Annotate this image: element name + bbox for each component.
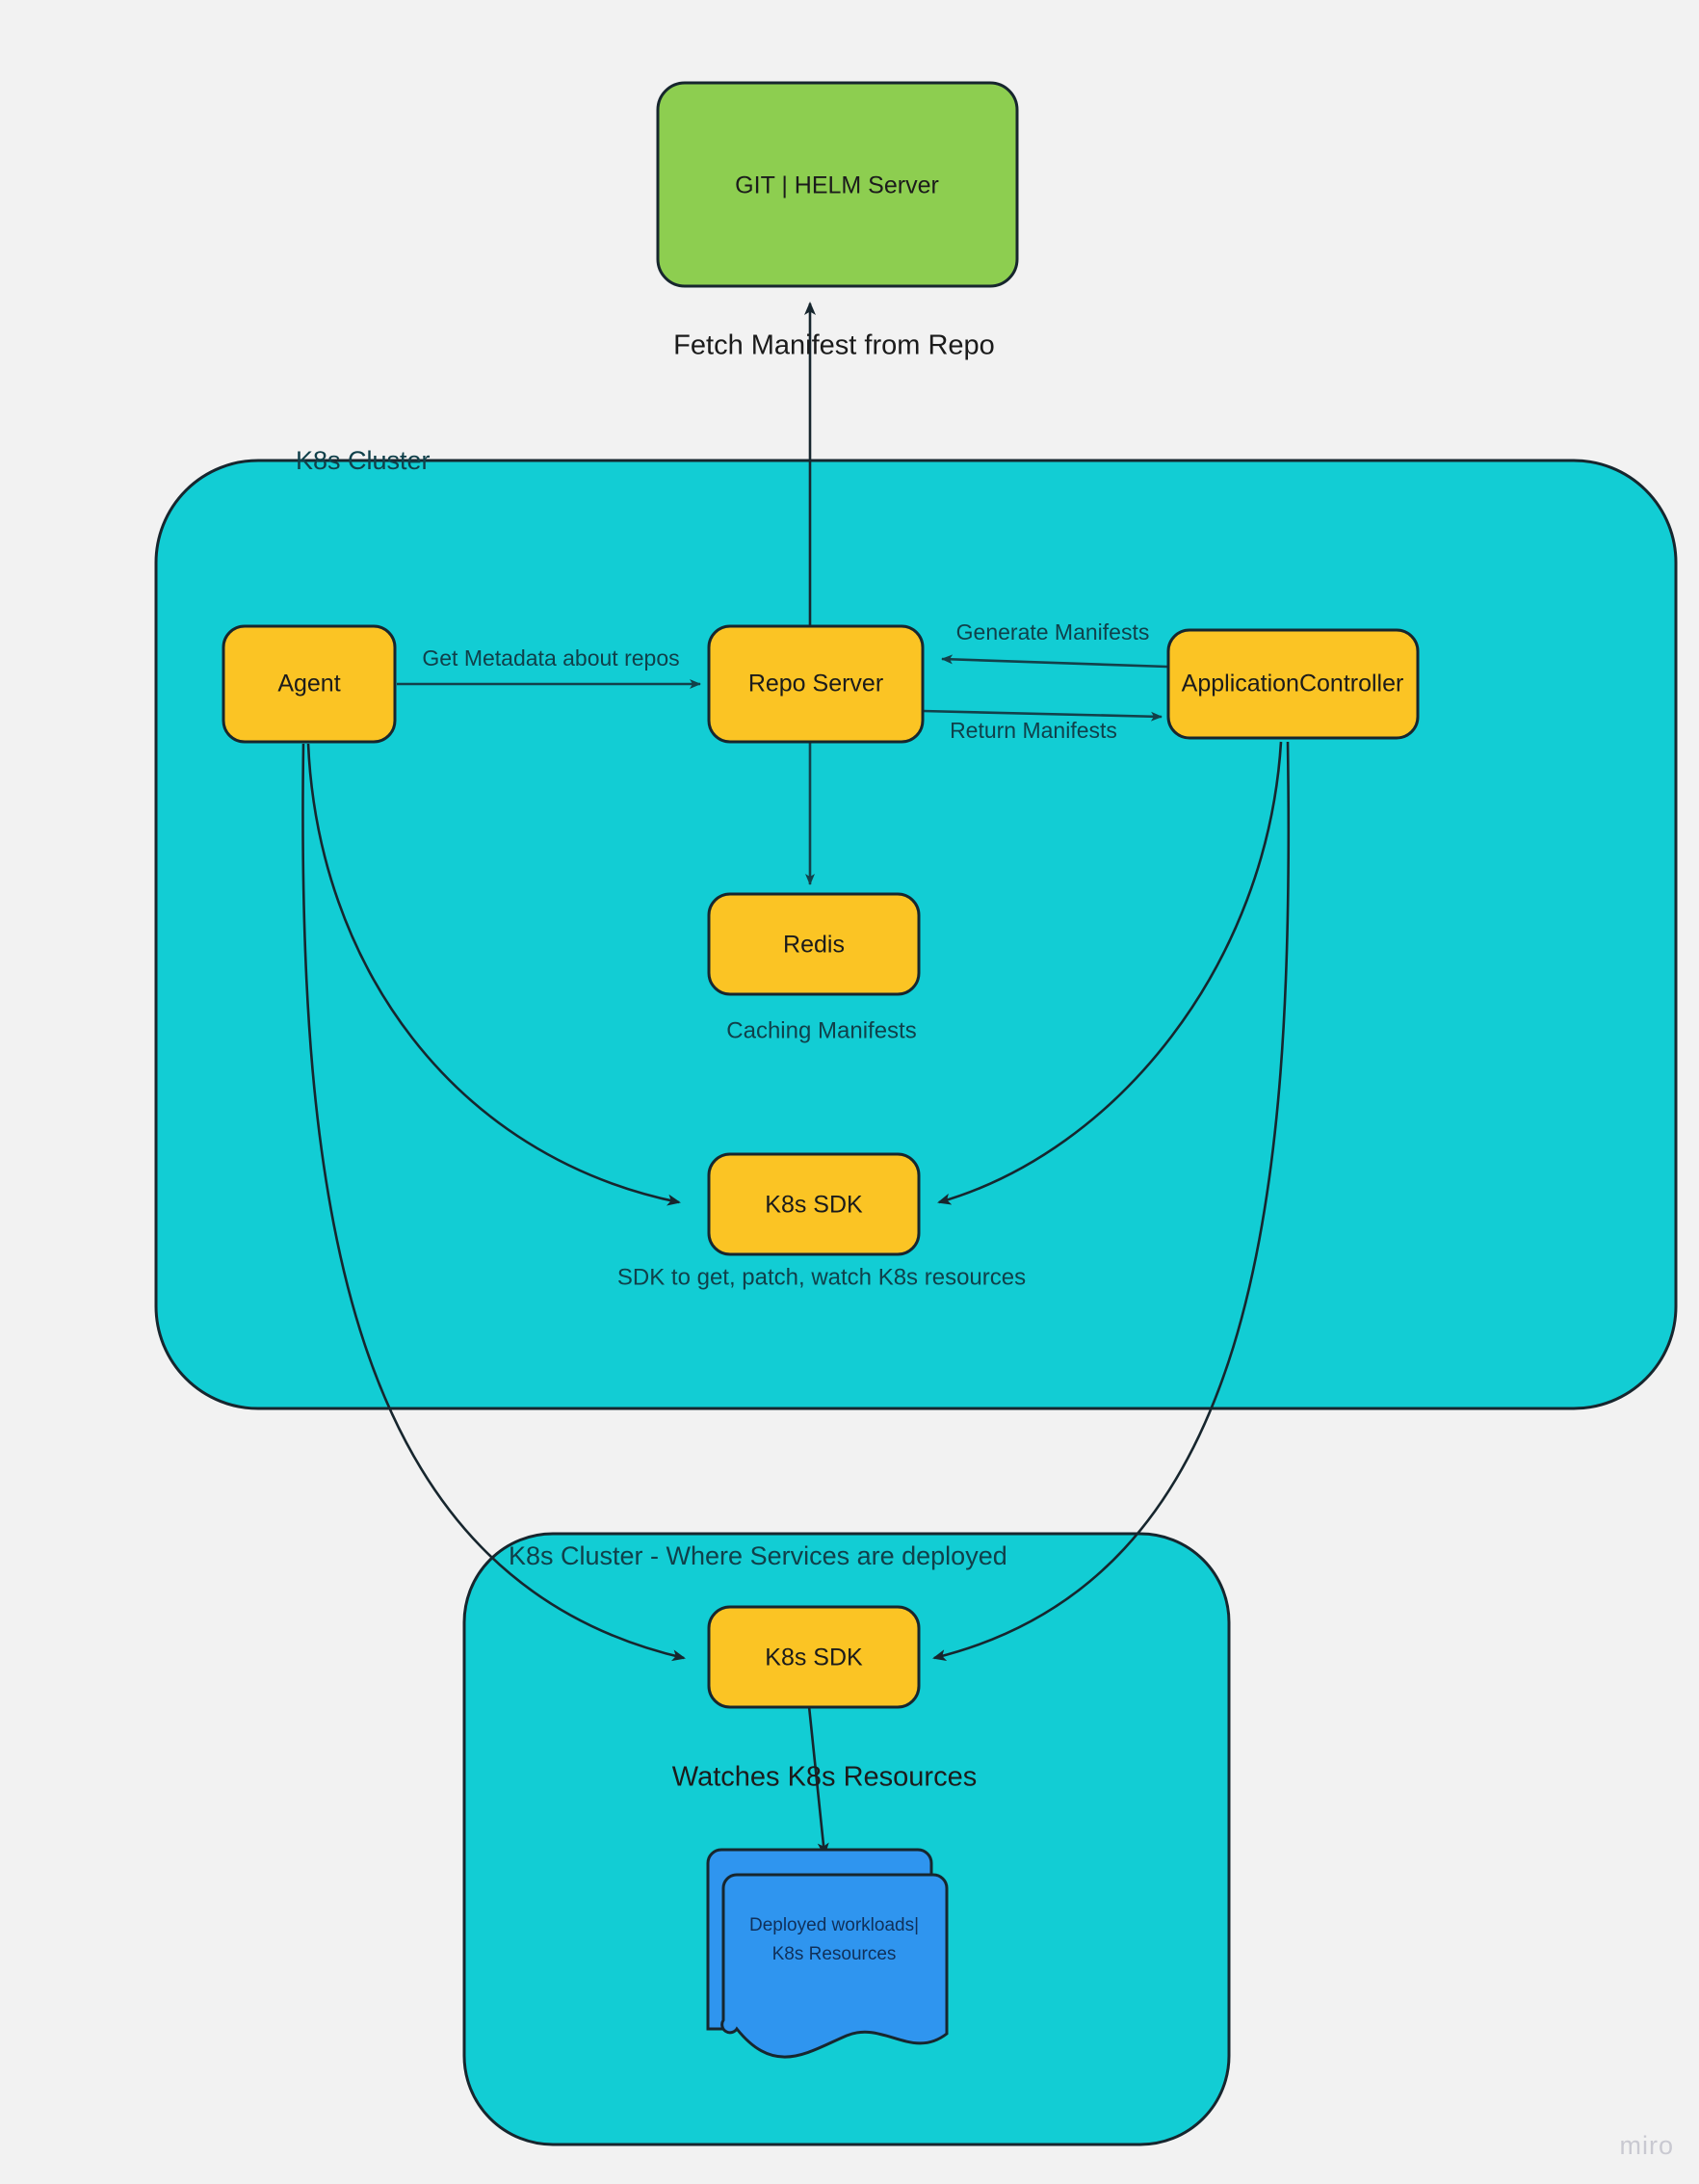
k8s-sdk-main-caption: SDK to get, patch, watch K8s resources (617, 1264, 1026, 1290)
k8s-cluster-services-container[interactable]: K8s Cluster - Where Services are deploye… (462, 1532, 1231, 2146)
k8s-sdk-main-label: K8s SDK (765, 1192, 863, 1219)
k8s-cluster-services-label: K8s Cluster - Where Services are deploye… (509, 1541, 1007, 1570)
edge-generate-manifests: Generate Manifests (941, 619, 1168, 669)
redis-box[interactable] (707, 892, 921, 996)
edge-agent-to-sdk-services (301, 743, 686, 1662)
redis-caption: Caching Manifests (726, 1017, 916, 1043)
edge-return-manifests-line (922, 709, 1163, 722)
miro-watermark: miro (1619, 2131, 1674, 2160)
agent-label: Agent (277, 671, 340, 697)
edge-controller-to-sdk-main-line (937, 741, 1283, 1205)
k8s-cluster-services-box[interactable] (462, 1532, 1231, 2146)
repo-server-node[interactable]: Repo Server (707, 624, 925, 744)
edge-controller-to-sdk-services-line (932, 741, 1291, 1661)
deployed-workloads-node[interactable]: Deployed workloads| K8s Resources (706, 1848, 949, 2059)
edge-agent-to-sdk-services-line (301, 743, 686, 1662)
repo-server-box[interactable] (707, 624, 925, 744)
k8s-sdk-services-label: K8s SDK (765, 1645, 863, 1671)
edge-return-manifests-label: Return Manifests (950, 718, 1117, 743)
k8s-sdk-services-node[interactable]: K8s SDK (707, 1605, 921, 1709)
repo-server-label: Repo Server (748, 671, 883, 697)
deployed-workloads-label-line2: K8s Resources (772, 1944, 897, 1964)
git-helm-server-label: GIT | HELM Server (735, 172, 939, 199)
edge-agent-to-sdk-main-line (306, 743, 681, 1206)
edge-return-manifests: Return Manifests (922, 709, 1163, 743)
deployed-workloads-label-line1: Deployed workloads| (749, 1915, 919, 1935)
agent-box[interactable] (222, 624, 397, 744)
edge-watches-resources: Watches K8s Resources (672, 1705, 977, 1856)
agent-node[interactable]: Agent (222, 624, 397, 744)
application-controller-label: ApplicationController (1182, 671, 1404, 697)
k8s-sdk-main-node[interactable]: K8s SDK SDK to get, patch, watch K8s res… (617, 1152, 1026, 1290)
k8s-cluster-main-label: K8s Cluster (296, 446, 431, 475)
edge-controller-to-sdk-services (932, 741, 1291, 1661)
edge-get-metadata-label: Get Metadata about repos (422, 645, 679, 671)
edge-agent-to-sdk-main (306, 743, 681, 1206)
git-helm-server-node[interactable]: GIT | HELM Server (656, 81, 1019, 288)
edge-controller-to-sdk-main (937, 741, 1283, 1205)
application-controller-node[interactable]: ApplicationController (1166, 628, 1420, 740)
application-controller-box[interactable] (1166, 628, 1420, 740)
edge-fetch-manifest-label: Fetch Manifest from Repo (673, 330, 995, 361)
git-helm-server-box[interactable] (656, 81, 1019, 288)
deployed-workloads-front-sheet[interactable] (720, 1873, 949, 2059)
edge-watches-resources-line (807, 1705, 829, 1856)
redis-label: Redis (783, 932, 845, 959)
k8s-sdk-services-box[interactable] (707, 1605, 921, 1709)
edge-get-metadata: Get Metadata about repos (397, 645, 701, 689)
edge-fetch-manifest: Fetch Manifest from Repo (673, 302, 995, 665)
k8s-sdk-main-box[interactable] (707, 1152, 921, 1256)
edge-generate-manifests-label: Generate Manifests (956, 619, 1150, 645)
redis-node[interactable]: Redis Caching Manifests (707, 892, 921, 1043)
edge-watches-resources-label: Watches K8s Resources (672, 1762, 977, 1793)
edge-generate-manifests-line (941, 654, 1168, 669)
